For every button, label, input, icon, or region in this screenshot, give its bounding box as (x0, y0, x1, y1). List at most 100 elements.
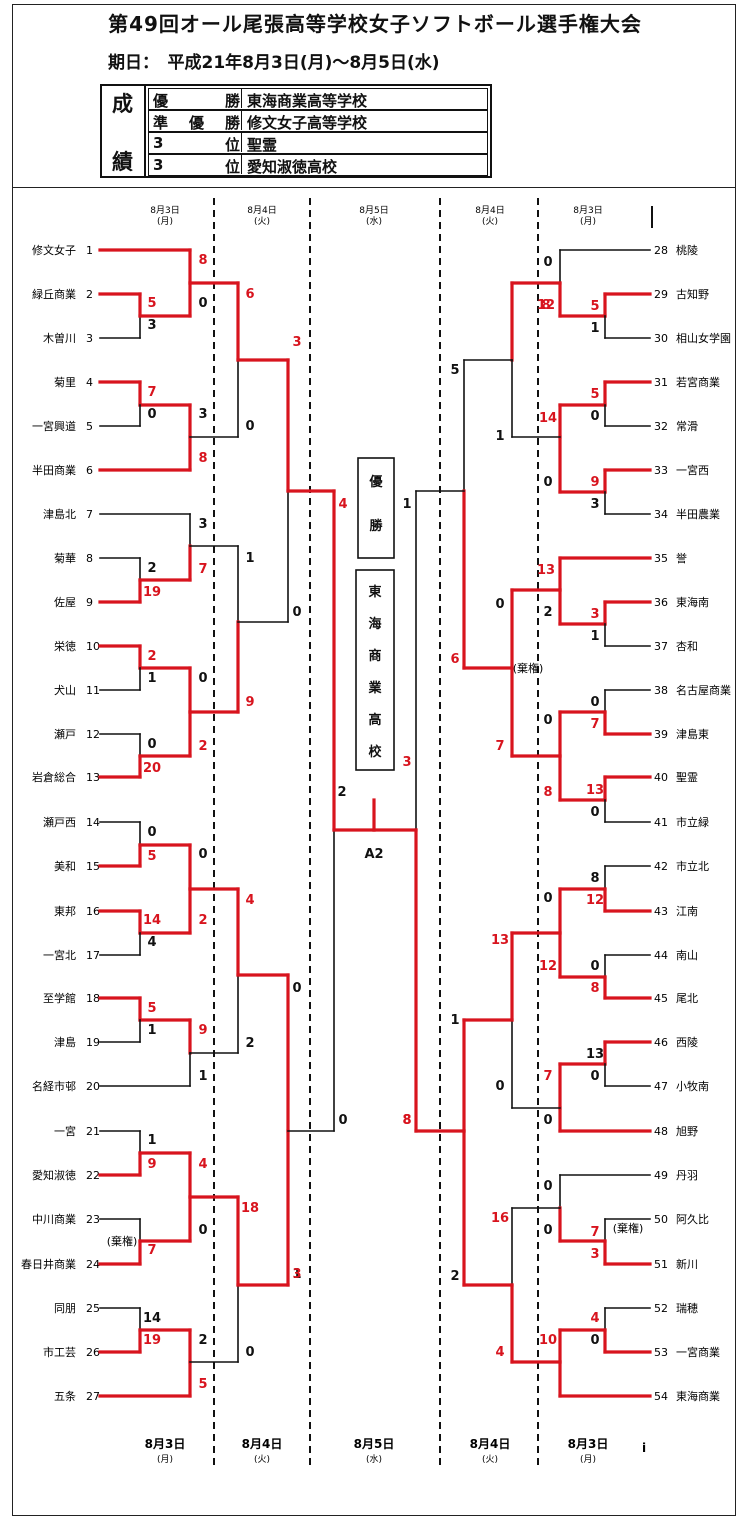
score-label: 0 (495, 597, 504, 612)
result-place: 3 位 (153, 156, 241, 176)
team-name: 津島北 (43, 507, 76, 521)
score-label: 13 (586, 783, 604, 798)
score-label: 16 (491, 1211, 509, 1226)
team-name: 市工芸 (43, 1345, 76, 1359)
team-name: 瀬戸 (54, 727, 76, 741)
score-label: 9 (147, 1157, 156, 1172)
header-divider (12, 187, 736, 188)
team-name: 春日井商業 (21, 1257, 76, 1271)
team-number: 15 (86, 860, 100, 873)
team-name: 緑丘商業 (32, 287, 76, 301)
column-header-date: 8月3日 (573, 205, 602, 216)
score-label: 0 (338, 1113, 347, 1128)
score-label: 2 (245, 1036, 254, 1051)
score-label: 3 (292, 1267, 301, 1282)
final-code: A2 (364, 847, 383, 862)
score-label: 12 (586, 893, 604, 908)
score-label: 1 (590, 321, 599, 336)
score-label: 8 (543, 785, 552, 800)
score-label: 1 (292, 1267, 301, 1282)
score-label: 2 (198, 1333, 207, 1348)
score-label: 7 (147, 1243, 156, 1258)
column-footer-day: (火) (482, 1454, 498, 1465)
score-label: 3 (402, 755, 411, 770)
score-label: 1 (450, 1013, 459, 1028)
result-place: 優 勝 (153, 92, 241, 110)
team-number: 53 (654, 1346, 668, 1359)
team-number: 4 (86, 376, 93, 389)
team-number: 11 (86, 684, 100, 697)
score-label: 1 (495, 429, 504, 444)
team-name: 新川 (676, 1257, 698, 1271)
team-name: 西陵 (676, 1036, 698, 1049)
score-label: 3 (590, 497, 599, 512)
champion-char: 商 (368, 648, 381, 664)
column-footer-day: (月) (157, 1454, 173, 1465)
champion-char: 海 (368, 616, 381, 632)
score-label: 0 (590, 409, 599, 424)
score-label: 12 (537, 298, 555, 313)
results-table: 成 績 優 勝 東海商業高等学校 準 優 勝 修文女子高等学校 3 位 聖霊 3… (100, 84, 492, 178)
team-number: 51 (654, 1258, 668, 1271)
team-number: 36 (654, 596, 668, 609)
column-header-date: 8月5日 (359, 205, 388, 216)
score-label: 0 (198, 671, 207, 686)
score-label: 4 (198, 1157, 207, 1172)
score-label: 0 (245, 1345, 254, 1360)
score-label: 0 (590, 805, 599, 820)
champion-char: 高 (368, 712, 381, 728)
team-name: 東邦 (54, 905, 76, 918)
score-label: 3 (198, 407, 207, 422)
score-label: 3 (590, 1247, 599, 1262)
team-name: 東海南 (676, 595, 709, 609)
team-number: 6 (86, 464, 93, 477)
team-name: 菊里 (54, 376, 76, 389)
team-name: 菊華 (54, 552, 76, 565)
column-footer-date: 8月3日 (145, 1437, 186, 1451)
score-label: 8 (198, 451, 207, 466)
team-name: 瑞穂 (676, 1301, 698, 1315)
score-label: 5 (450, 363, 459, 378)
score-label: 0 (198, 296, 207, 311)
team-name: 津島 (54, 1035, 76, 1049)
team-name: 中川商業 (32, 1212, 76, 1226)
team-number: 33 (654, 464, 668, 477)
team-number: 10 (86, 640, 100, 653)
score-label: 8 (590, 871, 599, 886)
score-label: 2 (198, 739, 207, 754)
score-label: 0 (543, 1223, 552, 1238)
team-number: 25 (86, 1302, 100, 1315)
column-header-day: (火) (254, 216, 270, 227)
team-number: 18 (86, 992, 100, 1005)
score-label: 6 (245, 287, 254, 302)
score-label: 12 (539, 959, 557, 974)
team-number: 37 (654, 640, 668, 653)
score-label: 8 (402, 1113, 411, 1128)
score-label: 7 (495, 739, 504, 754)
team-name: 一宮興道 (32, 419, 76, 433)
team-number: 38 (654, 684, 668, 697)
team-name: 丹羽 (676, 1169, 698, 1182)
team-name: 誉 (676, 551, 687, 565)
champion-box (355, 569, 395, 771)
column-header-date: 8月4日 (475, 205, 504, 216)
team-number: 40 (654, 771, 668, 784)
score-label: 5 (590, 299, 599, 314)
score-label: 7 (590, 717, 599, 732)
winner-label-box (357, 457, 395, 559)
team-name: 同朋 (54, 1302, 76, 1315)
score-label: 0 (147, 737, 156, 752)
score-label: 0 (590, 1069, 599, 1084)
column-footer-day: (火) (254, 1454, 270, 1465)
team-name: 古知野 (676, 287, 709, 301)
score-label: 0 (543, 1179, 552, 1194)
tournament-period: 期日： 平成21年8月3日(月)～8月5日(水) (108, 53, 440, 73)
champion-char: 校 (368, 744, 382, 760)
results-label-bottom: 績 (112, 150, 133, 174)
result-row-third-b: 3 位 愛知淑徳高校 (148, 154, 488, 176)
team-number: 28 (654, 244, 668, 257)
result-row-third-a: 3 位 聖霊 (148, 132, 488, 154)
column-footer-date: 8月5日 (354, 1437, 395, 1451)
team-number: 39 (654, 728, 668, 741)
